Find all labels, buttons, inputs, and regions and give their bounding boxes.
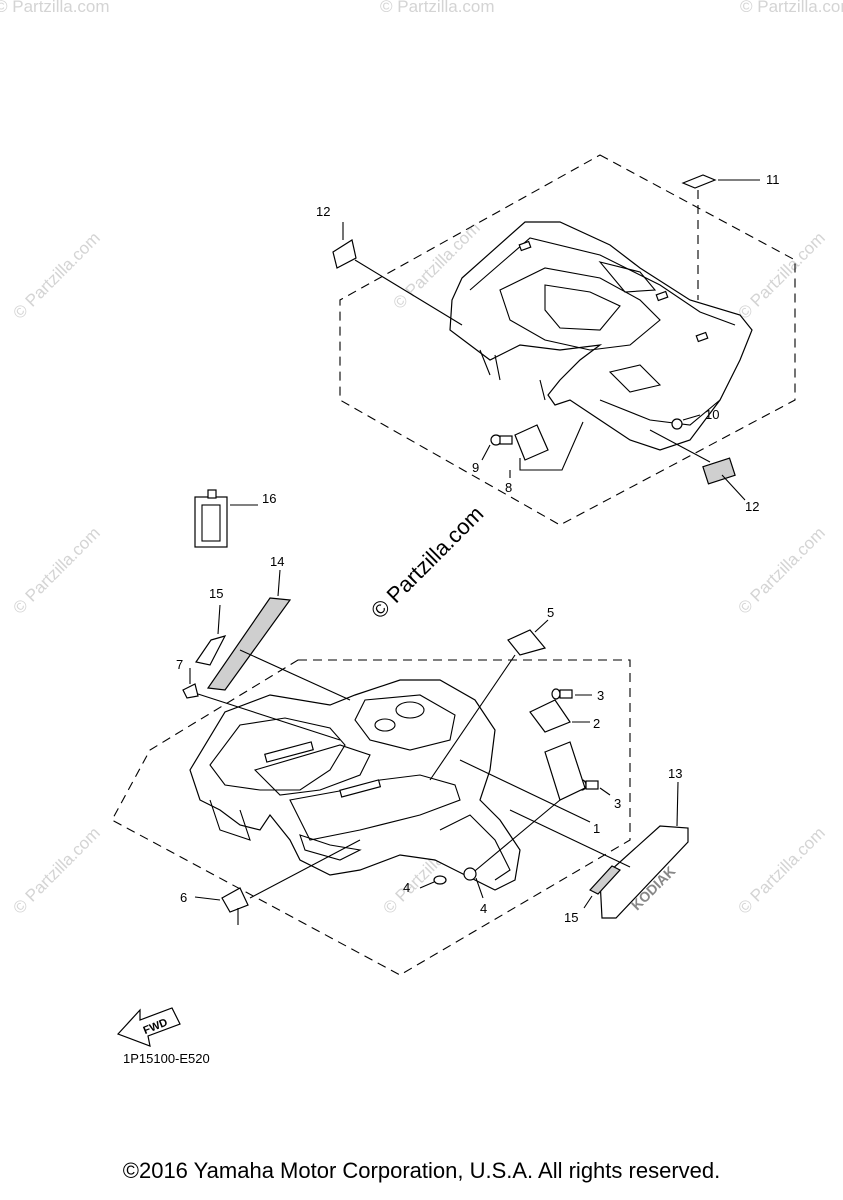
rear-fender: [449, 221, 753, 451]
callout-1: 1: [593, 821, 600, 836]
callout-12: 12: [745, 499, 759, 514]
part-8-plate: [514, 424, 549, 461]
watermark: © Partzilla.com: [0, 0, 110, 16]
fwd-arrow-icon: FWD: [116, 1007, 181, 1047]
callout-11: 11: [766, 172, 780, 187]
callout-15: 15: [209, 586, 223, 601]
callout-10: 10: [705, 407, 719, 422]
callout-8: 8: [505, 480, 512, 495]
callout-5: 5: [547, 605, 554, 620]
part-15-decal: [589, 865, 621, 895]
watermark: © Partzilla.com: [734, 228, 828, 322]
watermark: © Partzilla.com: [380, 0, 495, 16]
callout-6: 6: [180, 890, 187, 905]
part-4-clip: [433, 875, 447, 885]
callout-9: 9: [472, 460, 479, 475]
part-12-decal: [332, 239, 357, 269]
part-2-plate: [529, 699, 571, 733]
callout-15: 15: [564, 910, 578, 925]
watermark: © Partzilla.com: [740, 0, 843, 16]
callout-13: 13: [668, 766, 682, 781]
watermark: © Partzilla.com: [9, 228, 103, 322]
part-1-panel: [544, 741, 586, 801]
watermark: © Partzilla.com: [9, 523, 103, 617]
watermark: © Partzilla.com: [9, 823, 103, 917]
callout-12: 12: [316, 204, 330, 219]
callout-4: 4: [403, 880, 410, 895]
part-7-clip: [182, 683, 199, 699]
part-4-grommet: [463, 867, 477, 881]
callout-7: 7: [176, 657, 183, 672]
front-fender-group: KODIAK: [111, 489, 689, 976]
rear-fender-group: [332, 154, 796, 526]
part-6-decal: [221, 887, 249, 913]
watermark: © Partzilla.com: [734, 823, 828, 917]
callout-4: 4: [480, 901, 487, 916]
part-12-emblem: [702, 457, 736, 485]
part-11-decal: [681, 174, 717, 189]
part-14-decal: [206, 597, 292, 691]
diagram-reference-code: 1P15100-E520: [123, 1051, 210, 1066]
callout-3: 3: [614, 796, 621, 811]
callout-14: 14: [270, 554, 284, 569]
part-13-decal: [599, 825, 689, 919]
copyright-notice: ©2016 Yamaha Motor Corporation, U.S.A. A…: [122, 1158, 721, 1183]
rear-fender-dashed-boundary: [339, 154, 796, 526]
callout-layer: 1 2 3 3 4 4 5 6 7 8 9 10 11 12 12 13 14 …: [176, 172, 780, 925]
front-panel-switches: [264, 741, 314, 763]
front-fender-dashed-boundary: [111, 659, 631, 976]
part-3-bolt: [551, 688, 592, 700]
callout-16: 16: [262, 491, 276, 506]
part-10-grommet: [671, 418, 683, 430]
watermark: © Partzilla.com: [734, 523, 828, 617]
part-5-decal: [507, 629, 547, 656]
front-fender: [189, 679, 521, 891]
center-watermark: © Partzilla.com: [366, 501, 489, 624]
callout-3: 3: [597, 688, 604, 703]
part-15-decal: [195, 635, 227, 666]
callout-2: 2: [593, 716, 600, 731]
